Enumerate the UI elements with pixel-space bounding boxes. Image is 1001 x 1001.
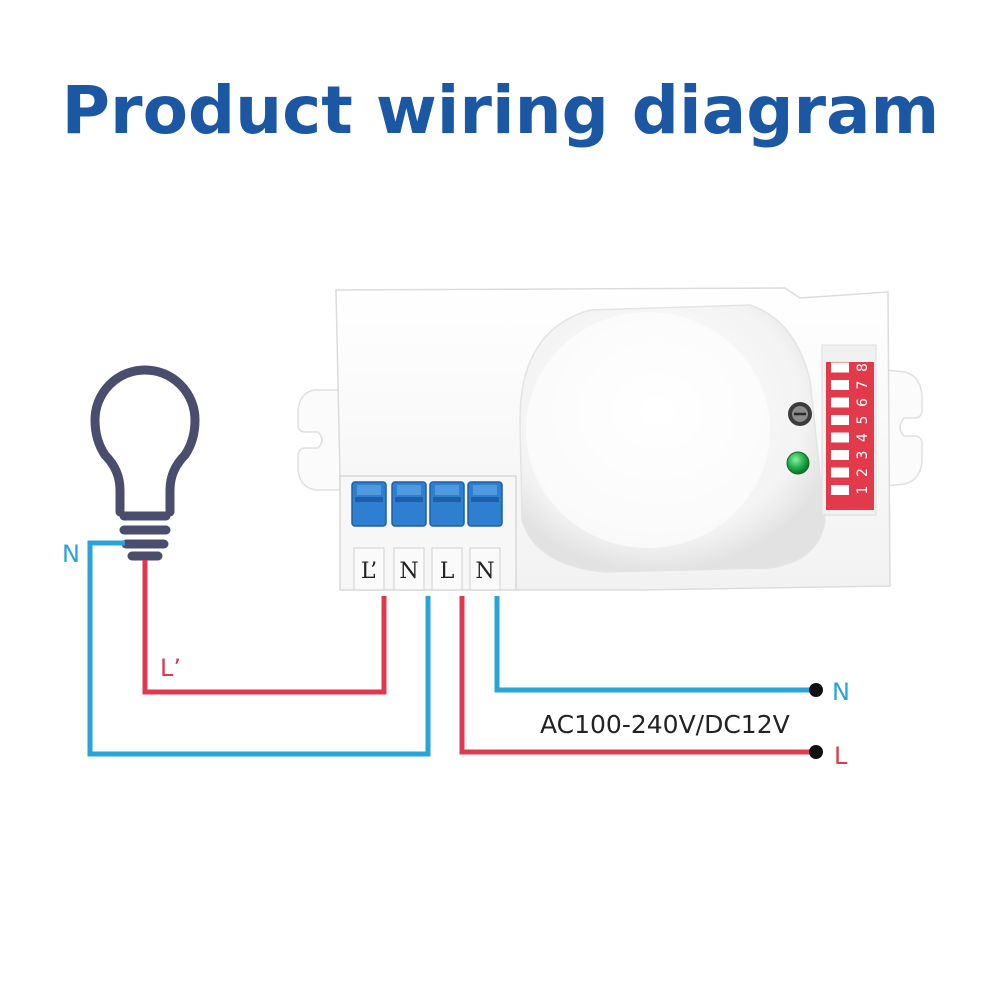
terminal-screw-4[interactable] bbox=[467, 481, 503, 527]
terminal-slot-1 bbox=[353, 547, 385, 591]
supply-voltage-label: AC100-240V/DC12V bbox=[540, 710, 790, 739]
dip-lever-8[interactable] bbox=[831, 362, 849, 373]
dome-lens bbox=[526, 312, 770, 548]
dip-number-6: 6 bbox=[855, 398, 871, 407]
label-left-n: N bbox=[62, 540, 80, 568]
terminal-slot-3 bbox=[431, 547, 463, 591]
label-left-l: L’ bbox=[160, 654, 181, 682]
wires bbox=[87, 540, 816, 757]
mounting-tab-left bbox=[297, 389, 341, 491]
wire-l-prime bbox=[142, 560, 387, 695]
dip-lever-6[interactable] bbox=[831, 397, 849, 408]
wire-lamp-neutral bbox=[87, 540, 431, 757]
dip-lever-5[interactable] bbox=[831, 415, 849, 425]
terminal-label-3: L bbox=[440, 559, 455, 584]
supply-l-dot bbox=[809, 745, 823, 759]
dip-number-5: 5 bbox=[855, 416, 871, 425]
dip-switch-icon[interactable]: 1 2 3 4 5 6 7 8 bbox=[826, 362, 874, 510]
dip-number-2: 2 bbox=[855, 468, 871, 477]
terminal-label-2: N bbox=[399, 559, 418, 584]
dip-lever-1[interactable] bbox=[831, 485, 849, 495]
dip-number-3: 3 bbox=[855, 451, 871, 460]
wire-supply-neutral bbox=[494, 596, 816, 693]
label-right-n: N bbox=[832, 678, 850, 706]
mounting-tab-right bbox=[884, 369, 923, 487]
terminal-label-1: L’ bbox=[361, 559, 377, 584]
potentiometer-icon[interactable] bbox=[788, 402, 812, 426]
dip-number-4: 4 bbox=[855, 433, 871, 442]
terminal-slot-2 bbox=[393, 547, 425, 591]
wire-supply-live bbox=[459, 596, 816, 755]
terminal-screw-2[interactable] bbox=[391, 481, 427, 527]
terminal-screw-3[interactable] bbox=[429, 481, 465, 527]
supply-n-dot bbox=[809, 683, 823, 697]
dip-lever-7[interactable] bbox=[831, 380, 849, 390]
led-indicator-icon bbox=[786, 451, 810, 475]
dip-number-1: 1 bbox=[855, 486, 871, 495]
terminal-label-4: N bbox=[475, 559, 494, 584]
dip-number-8: 8 bbox=[855, 363, 871, 372]
terminal-slot-4 bbox=[469, 547, 501, 591]
dip-number-7: 7 bbox=[855, 381, 871, 390]
page-title: Product wiring diagram bbox=[61, 72, 940, 149]
dip-lever-2[interactable] bbox=[831, 467, 849, 478]
terminal-screws bbox=[351, 481, 503, 527]
light-bulb-icon bbox=[90, 365, 200, 561]
label-right-l: L bbox=[834, 742, 848, 770]
dip-lever-4[interactable] bbox=[831, 432, 849, 443]
dip-lever-3[interactable] bbox=[831, 450, 849, 460]
terminal-screw-1[interactable] bbox=[351, 481, 387, 527]
